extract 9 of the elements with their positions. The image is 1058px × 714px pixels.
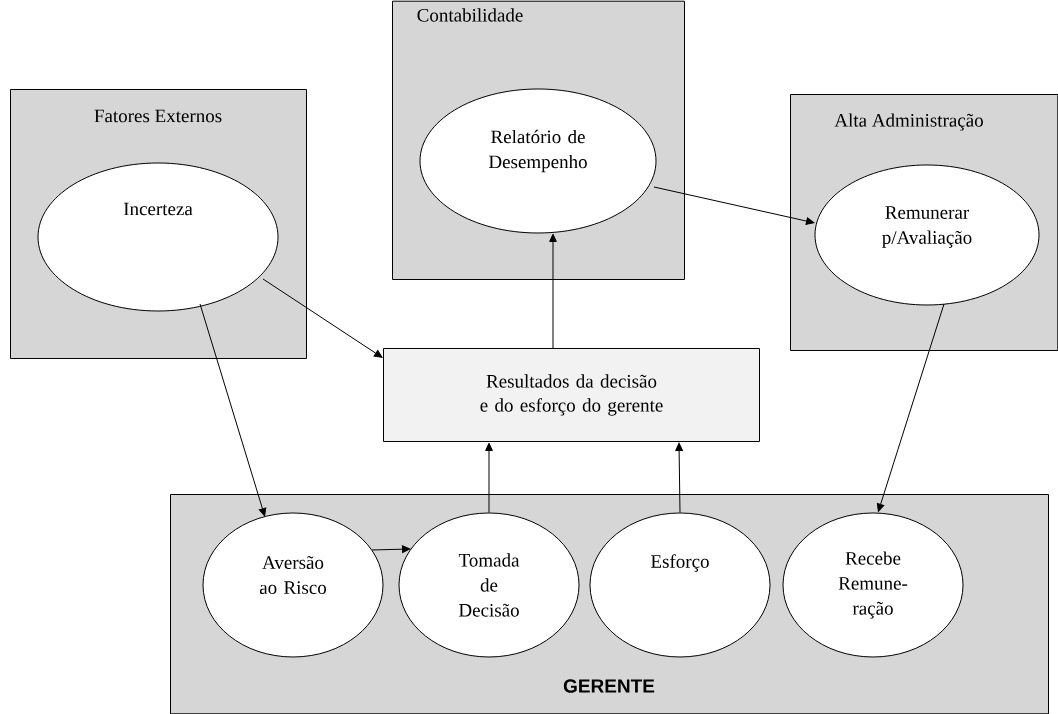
- arrow: [653, 186, 815, 225]
- arrow: [262, 278, 383, 358]
- arrow: [876, 303, 945, 512]
- result-box: Resultados da decisão e do esforço do gerente: [383, 348, 760, 442]
- arrow: [371, 545, 411, 554]
- arrow: [199, 303, 267, 517]
- arrow: [549, 233, 557, 349]
- arrow: [675, 442, 683, 513]
- arrow: [485, 442, 493, 513]
